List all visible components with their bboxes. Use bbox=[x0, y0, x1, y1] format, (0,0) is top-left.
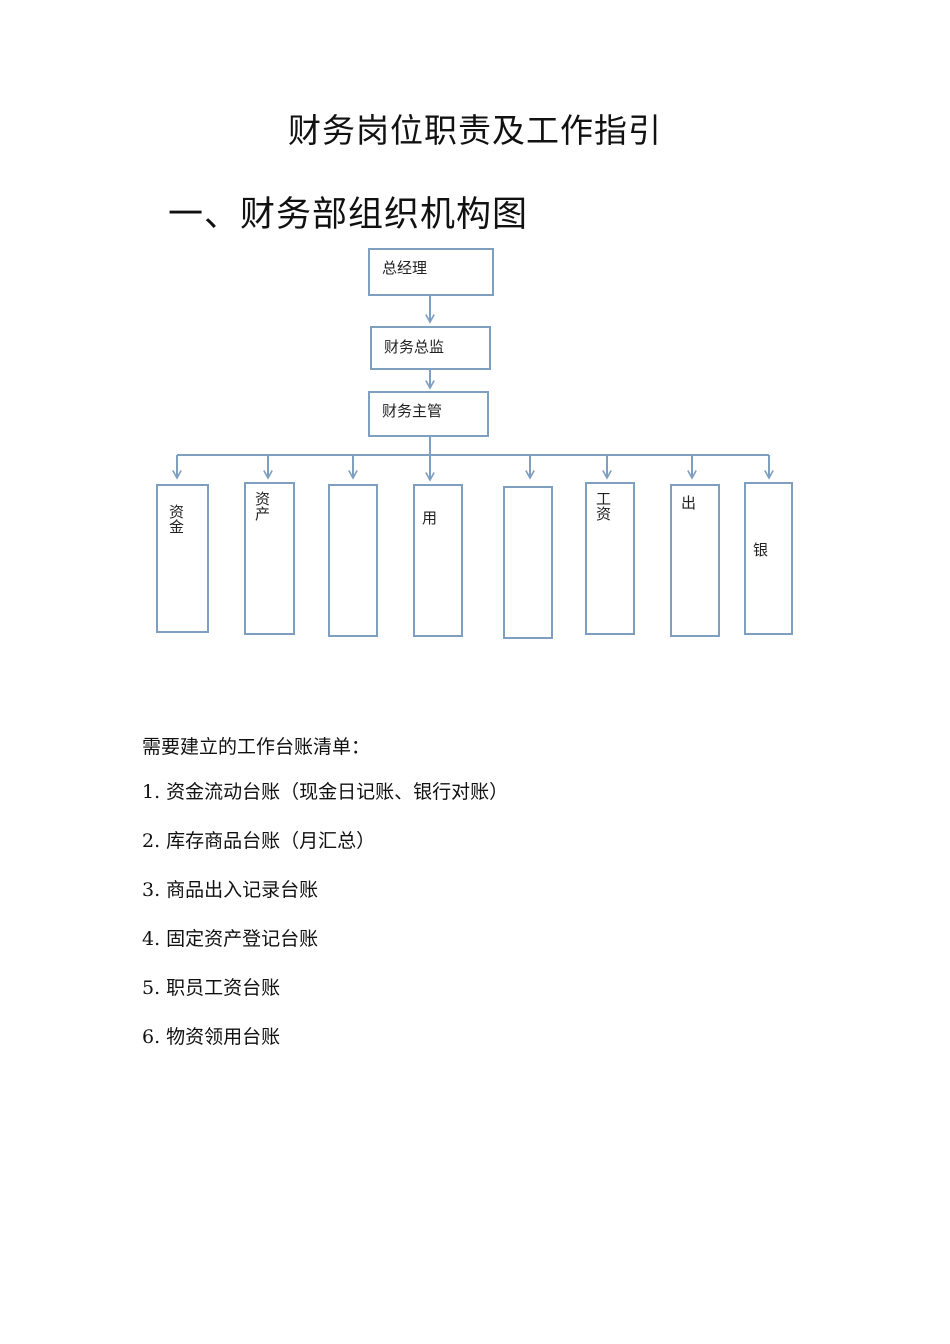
ledger-list: 1. 资金流动台账（现金日记账、银行对账） 2. 库存商品台账（月汇总） 3. … bbox=[142, 780, 508, 1074]
org-position-2 bbox=[244, 482, 295, 635]
org-position-3 bbox=[328, 484, 378, 637]
org-position-8-label: 银 bbox=[751, 542, 769, 557]
document-title: 财务岗位职责及工作指引 bbox=[288, 111, 662, 150]
ledger-item: 3. 商品出入记录台账 bbox=[142, 879, 319, 901]
org-position-5 bbox=[503, 486, 553, 639]
org-node-finance-director bbox=[370, 326, 491, 370]
org-node-finance-supervisor-label: 财务主管 bbox=[382, 402, 442, 420]
section-heading: 一、财务部组织机构图 bbox=[168, 195, 529, 235]
org-node-finance-director-label: 财务总监 bbox=[384, 338, 444, 356]
org-position-6 bbox=[585, 482, 635, 635]
ledger-item: 4. 固定资产登记台账 bbox=[142, 928, 319, 950]
org-position-7 bbox=[670, 484, 720, 637]
org-position-1 bbox=[156, 484, 209, 633]
org-node-general-manager bbox=[368, 248, 494, 296]
org-position-4 bbox=[413, 484, 463, 637]
ledger-intro: 需要建立的工作台账清单： bbox=[142, 736, 371, 758]
org-position-2-label: 资产 bbox=[253, 491, 271, 521]
ledger-item: 1. 资金流动台账（现金日记账、银行对账） bbox=[142, 781, 509, 803]
ledger-item: 6. 物资领用台账 bbox=[142, 1026, 281, 1048]
org-node-finance-supervisor bbox=[368, 391, 489, 437]
org-node-general-manager-label: 总经理 bbox=[382, 259, 427, 277]
org-position-6-label: 工资 bbox=[594, 491, 612, 521]
org-position-7-label: 出 bbox=[679, 495, 697, 510]
ledger-item: 5. 职员工资台账 bbox=[142, 977, 281, 999]
ledger-item: 2. 库存商品台账（月汇总） bbox=[142, 830, 376, 852]
org-chart: 总经理 财务总监 财务主管 资金 资产 用 工资 出 银 bbox=[156, 248, 793, 639]
org-position-1-label: 资金 bbox=[167, 504, 185, 534]
org-position-4-label: 用 bbox=[420, 510, 438, 526]
org-position-8 bbox=[744, 482, 793, 635]
